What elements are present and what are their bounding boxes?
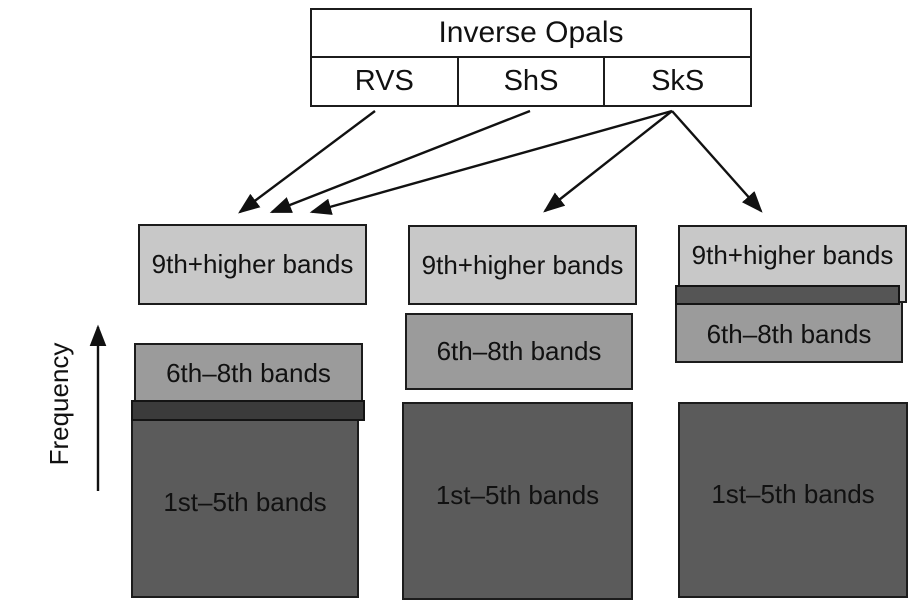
inverse-opals-table: Inverse Opals RVS ShS SkS — [310, 8, 752, 107]
arrow-sks-to-column2 — [543, 110, 673, 213]
structure-cell-rvs: RVS — [354, 65, 414, 97]
frequency-axis-label: Frequency — [44, 342, 74, 466]
column3-overlap-strip — [675, 285, 900, 305]
structure-cell-shs: ShS — [456, 58, 604, 105]
arrow-rvs-to-column1 — [238, 110, 376, 214]
column2-low-bands-box: 1st–5th bands — [402, 402, 633, 600]
column3-low-bands-box: 1st–5th bands — [678, 402, 908, 598]
column1-high-bands-box: 9th+higher bands — [138, 224, 367, 305]
table-title: Inverse Opals — [312, 10, 750, 58]
structure-row: RVS ShS SkS — [312, 58, 750, 105]
column1-overlap-strip — [131, 400, 365, 421]
column2-mid-bands-box: 6th–8th bands — [405, 313, 633, 390]
column2-high-bands-box: 9th+higher bands — [408, 225, 637, 305]
arrow-sks-to-column3 — [671, 110, 763, 213]
structure-cell-sks: SkS — [603, 58, 750, 105]
arrow-sks-to-column1 — [309, 109, 673, 215]
arrow-shs-to-column1 — [269, 109, 531, 214]
column1-low-bands-box: 1st–5th bands — [131, 419, 359, 598]
